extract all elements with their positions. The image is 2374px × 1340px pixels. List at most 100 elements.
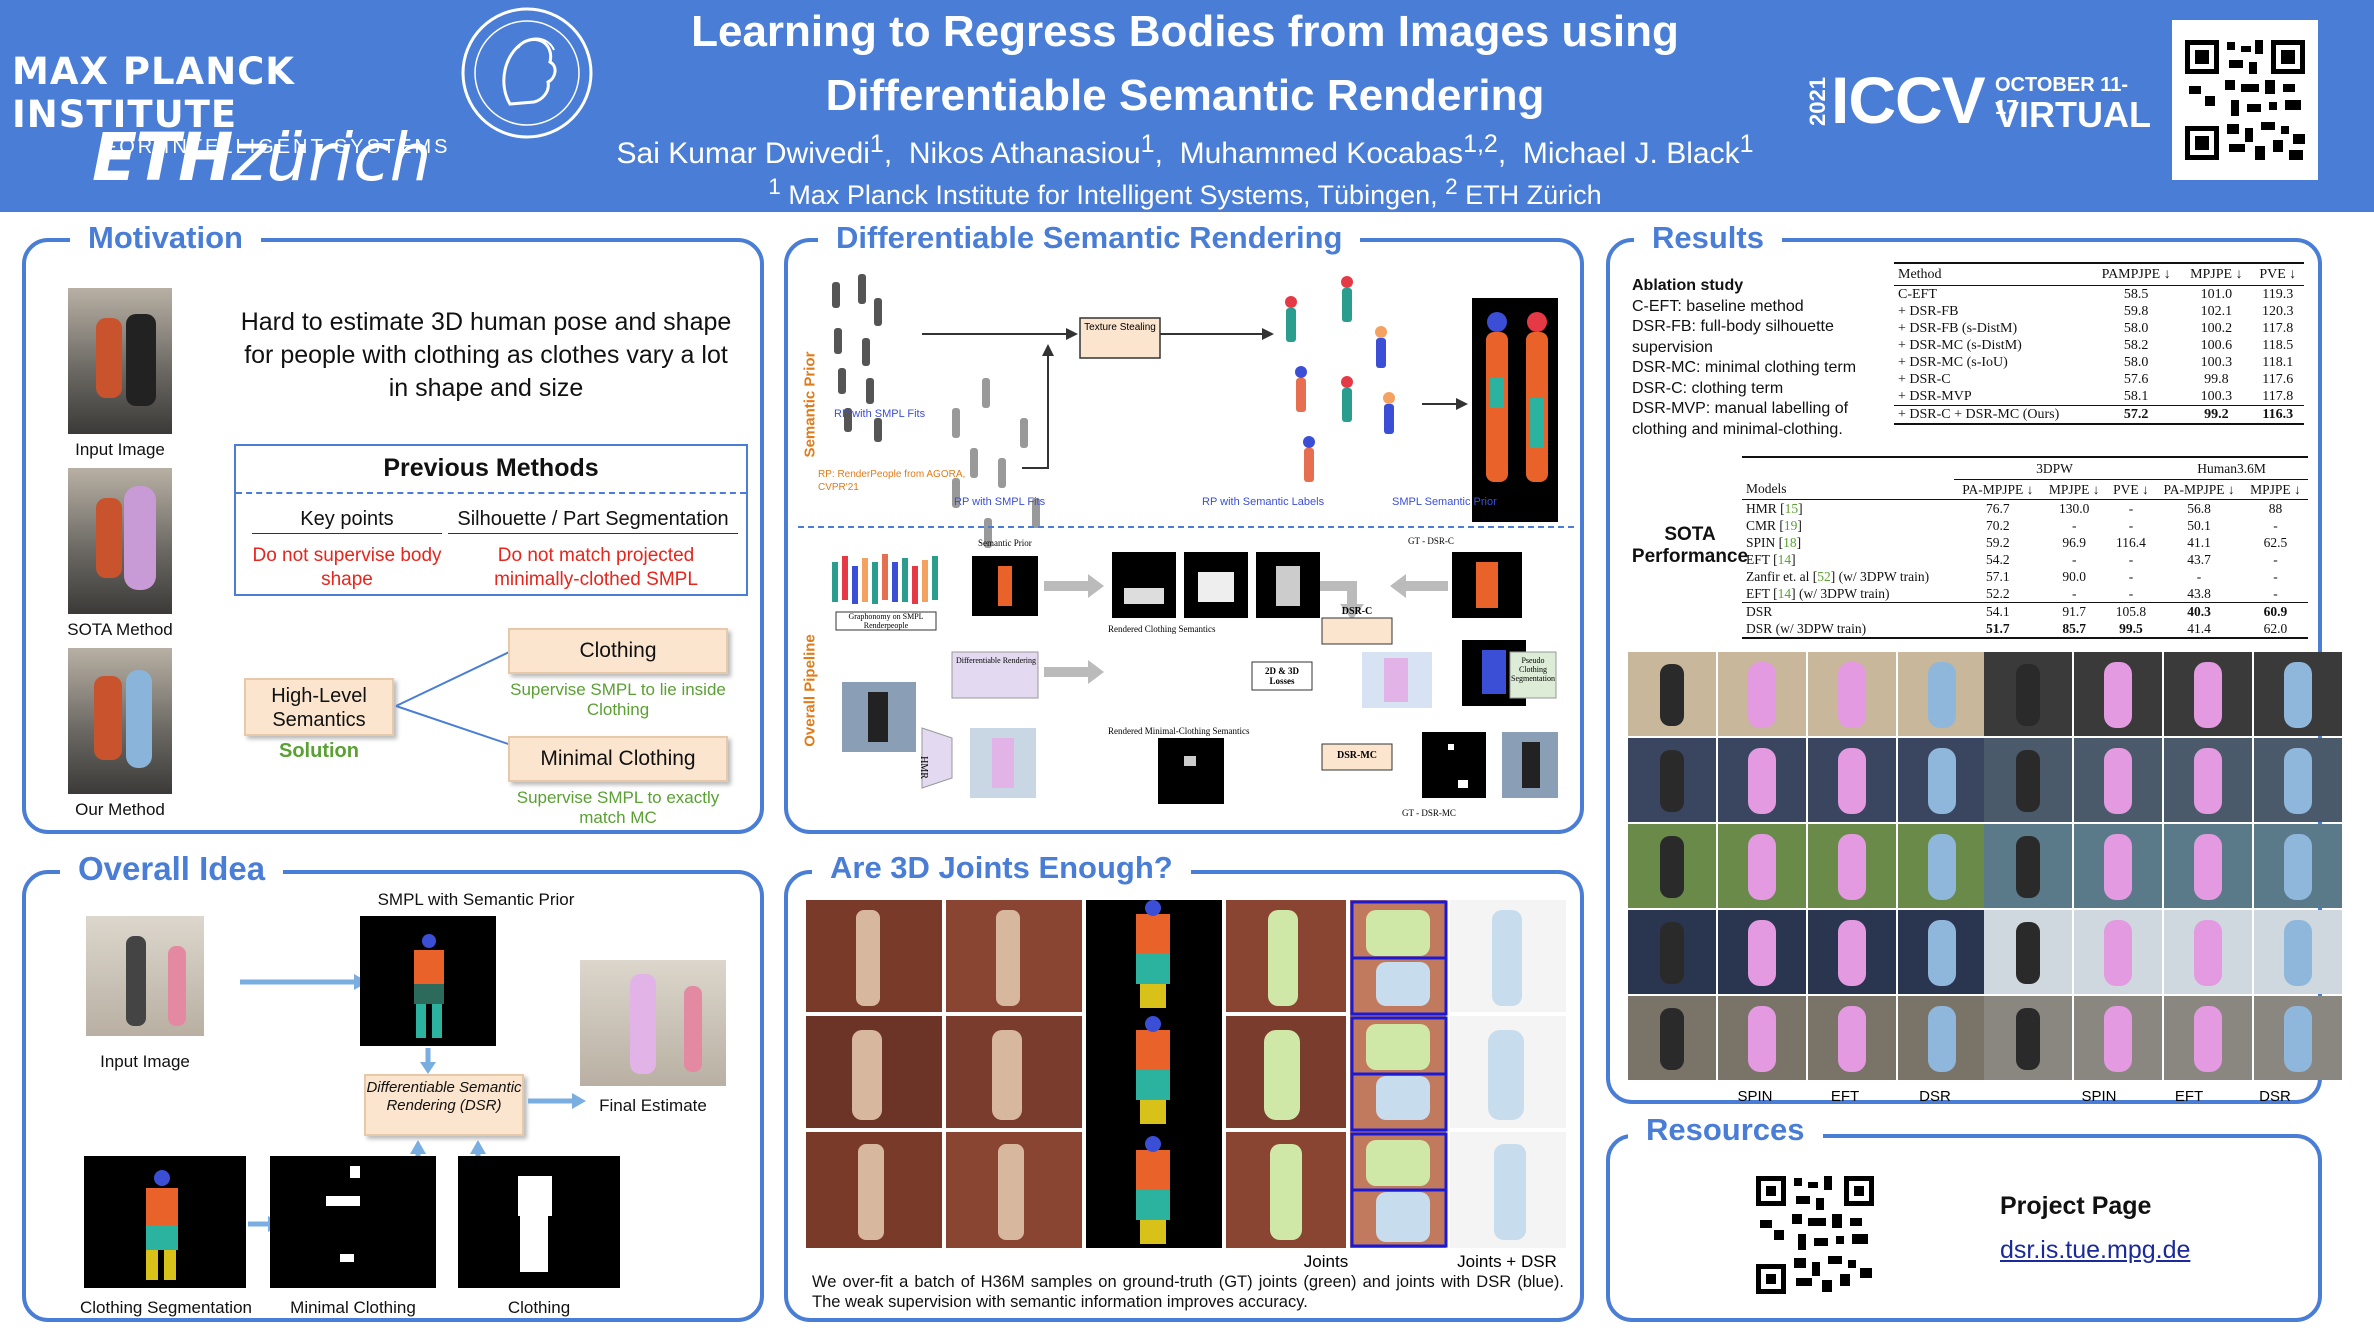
result-thumbnail bbox=[2164, 738, 2252, 822]
arrow-right-icon bbox=[240, 974, 368, 990]
result-thumbnail bbox=[1898, 652, 1986, 736]
clothing-box: Clothing bbox=[508, 628, 728, 674]
minerva-seal-icon bbox=[461, 7, 593, 139]
rp-smpl-fits-label: RP with SMPL Fits bbox=[954, 496, 1046, 508]
joints-dsr-label: Joints + DSR bbox=[1457, 1252, 1557, 1271]
pipeline-label: GT - DSR-MC bbox=[1402, 808, 1456, 818]
keypoints-heading: Key points bbox=[252, 508, 442, 534]
body-mesh bbox=[2194, 1006, 2222, 1072]
result-thumbnail bbox=[2164, 910, 2252, 994]
person bbox=[1660, 664, 1684, 726]
body-mesh bbox=[2194, 748, 2222, 814]
grid-caption: EFT bbox=[2174, 1088, 2204, 1105]
joints-label: Joints bbox=[1303, 1252, 1349, 1271]
result-thumbnail bbox=[1628, 996, 1716, 1080]
minimal-clothing-image bbox=[270, 1156, 436, 1288]
poster-title: Learning to Regress Bodies from Images u… bbox=[691, 7, 1679, 120]
result-thumbnail bbox=[1628, 652, 1716, 736]
final-estimate-caption: Final Estimate bbox=[599, 1096, 707, 1115]
qr-code-icon[interactable] bbox=[1756, 1176, 1874, 1294]
panel-title: Motivation bbox=[70, 220, 261, 256]
result-thumbnail bbox=[1898, 910, 1986, 994]
input-image bbox=[68, 288, 172, 434]
result-thumbnail bbox=[2074, 738, 2162, 822]
body-mesh bbox=[2104, 662, 2132, 728]
panel-title: Results bbox=[1634, 220, 1782, 256]
input-image-caption: Input Image bbox=[100, 1052, 190, 1071]
result-thumbnail bbox=[1628, 738, 1716, 822]
rp-source-label: RP: RenderPeople from AGORA, CVPR'21 bbox=[818, 469, 966, 493]
body-mesh bbox=[1928, 748, 1956, 814]
input-image bbox=[86, 916, 204, 1036]
header-banner: MAX PLANCK INSTITUTE FOR INTELLIGENT SYS… bbox=[0, 0, 2374, 212]
clothing-mask-image bbox=[458, 1156, 620, 1288]
body-mesh bbox=[1838, 748, 1866, 814]
grid-caption: EFT bbox=[1830, 1088, 1860, 1105]
clothing-segmentation-image bbox=[84, 1156, 246, 1288]
clothing-caption: Clothing bbox=[507, 1298, 571, 1317]
affiliations: 1 Max Planck Institute for Intelligent S… bbox=[768, 174, 1602, 210]
joints-panel: Are 3D Joints Enough? bbox=[784, 850, 1584, 1322]
ablation-description: Ablation study C-EFT: baseline method DS… bbox=[1632, 277, 1857, 438]
result-thumbnail bbox=[2254, 824, 2342, 908]
result-thumbnail bbox=[1898, 996, 1986, 1080]
iccv-logo: 2021 ICCV OCTOBER 11-17 VIRTUAL bbox=[1805, 63, 2151, 137]
eth-logo: ETHzürich bbox=[92, 119, 432, 196]
result-thumbnail bbox=[2164, 824, 2252, 908]
rp-semantic-labels-label: RP with Semantic Labels bbox=[1202, 496, 1325, 508]
author: Muhammed Kocabas1,2 bbox=[1179, 130, 1498, 170]
project-page-link[interactable]: dsr.is.tue.mpg.de bbox=[2000, 1236, 2191, 1264]
overall-idea-panel: Overall Idea SMPL with Semantic Prior In… bbox=[22, 850, 764, 1322]
body-mesh bbox=[2284, 662, 2312, 728]
resources-panel: Resources Project Page dsr.is.tue.mpg.de bbox=[1606, 1112, 2322, 1322]
person bbox=[2016, 836, 2040, 898]
dsr-box: Differentiable Semantic Rendering (DSR) bbox=[364, 1074, 524, 1136]
qr-code-icon[interactable] bbox=[2172, 20, 2318, 180]
panel-title: Overall Idea bbox=[60, 850, 284, 888]
pipeline-label: DSR-MC bbox=[1337, 750, 1377, 761]
body-mesh bbox=[2104, 920, 2132, 986]
body-mesh bbox=[1748, 662, 1776, 728]
our-method-image bbox=[68, 648, 172, 794]
result-thumbnail bbox=[2074, 652, 2162, 736]
pipeline-label: Pseudo Clothing Segmentation bbox=[1511, 656, 1555, 683]
result-thumbnail bbox=[1898, 738, 1986, 822]
smpl-prior-caption: SMPL with Semantic Prior bbox=[377, 890, 575, 909]
body-mesh bbox=[2194, 920, 2222, 986]
result-thumbnail bbox=[1984, 996, 2072, 1080]
result-thumbnail bbox=[2164, 652, 2252, 736]
body-mesh bbox=[1748, 748, 1776, 814]
sota-method-image bbox=[68, 468, 172, 614]
body-mesh bbox=[1928, 834, 1956, 900]
result-thumbnail bbox=[1808, 652, 1896, 736]
solution-label: Solution bbox=[279, 740, 359, 762]
person bbox=[1660, 836, 1684, 898]
section-divider bbox=[798, 526, 1574, 528]
grid-caption: SPIN bbox=[2081, 1088, 2117, 1105]
grid-caption: SPIN bbox=[1737, 1088, 1773, 1105]
pipeline-label: Rendered Clothing Semantics bbox=[1108, 624, 1216, 634]
result-thumbnail bbox=[1718, 652, 1806, 736]
mpi-logo: MAX PLANCK INSTITUTE FOR INTELLIGENT SYS… bbox=[12, 50, 451, 158]
result-thumbnail bbox=[1984, 738, 2072, 822]
result-thumbnail bbox=[2254, 910, 2342, 994]
author: Michael J. Black1 bbox=[1522, 130, 1754, 170]
clothing-supervision-text: Supervise SMPL to lie inside Clothing bbox=[510, 680, 726, 719]
previous-methods-title: Previous Methods bbox=[383, 454, 599, 482]
silhouette-limitation: Do not match projected minimally-clothed… bbox=[494, 545, 698, 590]
motivation-statement: Hard to estimate 3D human pose and shape… bbox=[240, 308, 732, 402]
divider bbox=[236, 492, 746, 494]
author-list: Sai Kumar Dwivedi1, Nikos Athanasiou1, M… bbox=[616, 130, 1754, 170]
panel-title: Are 3D Joints Enough? bbox=[812, 850, 1191, 886]
body-mesh bbox=[2194, 662, 2222, 728]
body-mesh bbox=[2194, 834, 2222, 900]
result-thumbnail bbox=[1718, 910, 1806, 994]
result-thumbnail bbox=[1808, 824, 1896, 908]
semantic-prior-figure bbox=[832, 274, 1558, 548]
grid-caption: DSR bbox=[1919, 1088, 1951, 1105]
person bbox=[2016, 922, 2040, 984]
image-caption: Our Method bbox=[75, 800, 165, 819]
result-thumbnail bbox=[2074, 996, 2162, 1080]
result-thumbnail bbox=[2254, 738, 2342, 822]
